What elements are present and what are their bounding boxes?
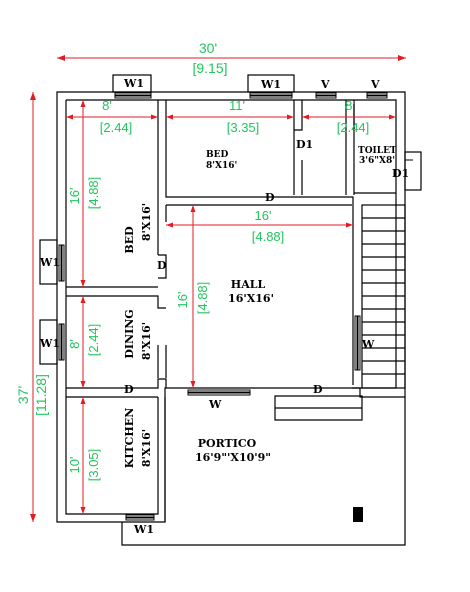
walls: [56, 91, 406, 546]
door-mark-bed-left: D: [157, 259, 167, 272]
window-mark-hall-right: W: [361, 338, 375, 351]
ventilator-mark-1: V: [320, 78, 330, 91]
inner-dimension-text: 8' [2.44] 11' [3.35] 8' [2.44] 16' [4.88…: [67, 98, 369, 481]
room-labels: BED 8'X16' TOILET 3'6"X8' BED 8'X16' HAL…: [123, 146, 397, 468]
overall-depth-m: [11.28]: [33, 374, 49, 416]
room-dining-name: DINING: [123, 309, 136, 358]
dim-bed-depth-ft: 16': [67, 188, 82, 205]
inner-dimension-lines: [66, 100, 396, 514]
opening-marks: W1 W1 V V D1 D1 D D W1 W1 W D D W W1: [39, 77, 409, 536]
window-mark-kitchen: W1: [133, 523, 154, 536]
window-mark-top-mid: W1: [260, 78, 281, 91]
overall-width-m: [9.15]: [192, 60, 227, 76]
room-portico-size: 16'9"'X10'9": [195, 451, 271, 464]
windows: [39, 74, 422, 521]
dim-top-right-m: [2.44]: [337, 120, 370, 135]
room-bed-top-size: 8'X16': [206, 161, 237, 171]
dim-dining-depth-m: [2.44]: [86, 324, 101, 357]
door-mark-toilet: D1: [392, 167, 409, 180]
dim-kitchen-depth-ft: 10': [67, 457, 82, 474]
dim-hall-width-ft: 16': [255, 208, 272, 223]
overall-width-ft: 30': [199, 40, 217, 56]
room-toilet-name: TOILET: [358, 146, 397, 156]
dim-top-left-ft: 8': [102, 98, 112, 113]
window-mark-left-lower: W1: [39, 337, 60, 350]
ventilator-mark-2: V: [370, 78, 380, 91]
dim-dining-depth-ft: 8': [67, 339, 82, 349]
room-bed-top-name: BED: [206, 150, 228, 160]
room-kitchen-size: 8'X16': [140, 429, 153, 467]
dim-hall-width-m: [4.88]: [252, 229, 285, 244]
room-hall-name: HALL: [231, 278, 266, 291]
column-block: [353, 507, 363, 522]
room-hall-size: 16'X16': [228, 292, 274, 305]
dim-bed-depth-m: [4.88]: [86, 177, 101, 210]
room-bed-left-size: 8'X16': [140, 203, 153, 241]
dim-top-mid-m: [3.35]: [227, 120, 260, 135]
window-mark-hall-bottom: W: [208, 398, 222, 411]
room-bed-left-name: BED: [123, 226, 136, 254]
window-mark-top-left: W1: [123, 77, 144, 90]
dim-hall-depth-ft: 16': [175, 292, 190, 309]
room-kitchen-name: KITCHEN: [123, 408, 136, 468]
dim-top-mid-ft: 11': [229, 98, 245, 113]
door-mark-kitchen: D: [124, 383, 134, 396]
dim-top-right-ft: 8': [345, 98, 355, 113]
staircase: [361, 204, 406, 389]
door-mark-hall-top: D: [265, 191, 275, 204]
overall-width-dimension: 30' [9.15]: [57, 40, 406, 76]
window-mark-left-upper: W1: [39, 256, 60, 269]
overall-depth-dimension: 37' [11.28]: [15, 92, 49, 522]
door-mark-main: D: [313, 383, 323, 396]
room-toilet-size: 3'6"X8': [359, 156, 395, 166]
dim-hall-depth-m: [4.88]: [195, 282, 210, 315]
overall-depth-ft: 37': [15, 386, 31, 404]
door-mark-bed-top: D1: [296, 138, 313, 151]
dim-kitchen-depth-m: [3.05]: [86, 449, 101, 482]
room-portico-name: PORTICO: [198, 437, 257, 450]
dim-top-left-m: [2.44]: [100, 120, 133, 135]
room-dining-size: 8'X16': [140, 322, 153, 360]
